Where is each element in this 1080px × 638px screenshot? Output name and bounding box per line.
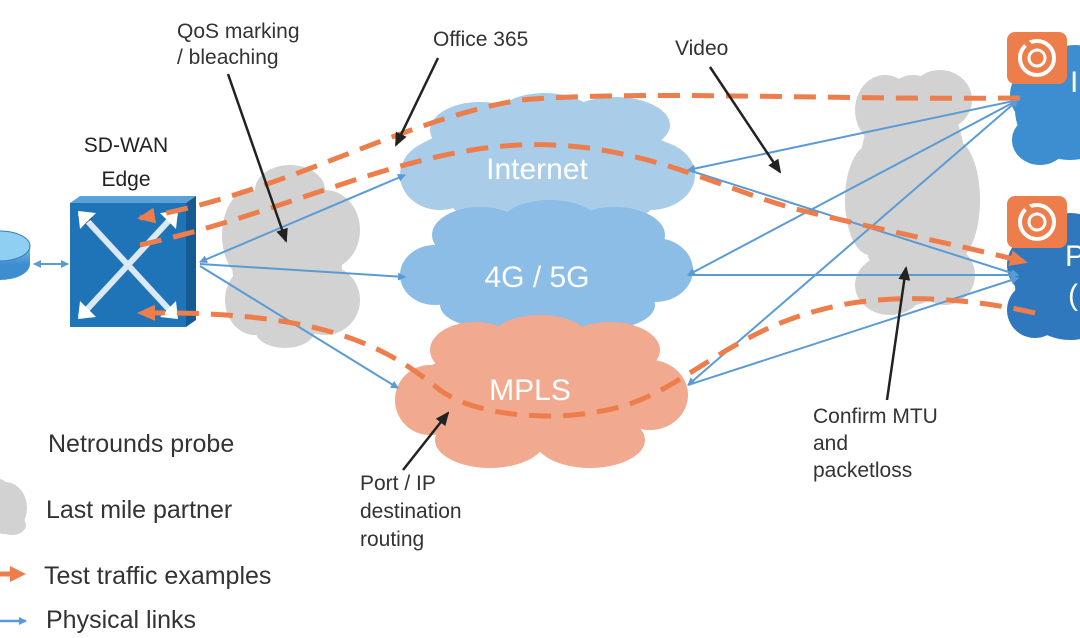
- cellular-label: 4G / 5G: [484, 261, 589, 294]
- mtu-pointer: [885, 266, 911, 401]
- legend-test-traffic-label: Test traffic examples: [44, 562, 271, 590]
- sd-wan-label-line2: Edge: [101, 168, 150, 191]
- destination-cut-label-1: I: [1070, 66, 1078, 99]
- physical-links: [199, 97, 1019, 389]
- sd-wan-edge-icon: [70, 196, 196, 327]
- netrounds-probe-icon: [1007, 32, 1067, 84]
- port-annotation-line3: routing: [360, 528, 424, 551]
- qos-annotation-line2: / bleaching: [177, 46, 279, 69]
- port-pointer: [402, 411, 450, 471]
- router-icon: [0, 230, 31, 280]
- partner-cloud-right: [845, 70, 980, 315]
- mtu-annotation-line2: and: [813, 432, 848, 455]
- mtu-annotation-line3: packetloss: [813, 459, 912, 482]
- destination-cut-label-2: P: [1065, 240, 1080, 273]
- internet-label: Internet: [486, 153, 588, 186]
- destination-cut-label-3: (: [1068, 279, 1078, 312]
- office365-annotation: Office 365: [433, 28, 528, 51]
- port-annotation-line1: Port / IP: [360, 472, 436, 495]
- video-pointer: [708, 66, 782, 174]
- video-annotation: Video: [675, 37, 728, 60]
- mtu-annotation-line1: Confirm MTU: [813, 405, 938, 428]
- sd-wan-label-line1: SD-WAN: [84, 134, 168, 157]
- legend-test-traffic-arrow: [10, 566, 26, 582]
- mpls-cloud: [395, 315, 688, 468]
- test-traffic-paths: [137, 92, 1036, 419]
- legend-physical-link-label: Physical links: [46, 606, 196, 634]
- port-annotation-line2: destination: [360, 500, 462, 523]
- office365-pointer: [394, 57, 440, 147]
- qos-pointer: [226, 73, 288, 243]
- legend-probe-label: Netrounds probe: [48, 430, 234, 458]
- netrounds-probe-icon: [1007, 196, 1067, 248]
- qos-annotation-line1: QoS marking: [177, 20, 300, 43]
- legend-partner-label: Last mile partner: [46, 496, 232, 524]
- mpls-label: MPLS: [489, 374, 571, 407]
- legend-partner-icon: [0, 478, 27, 535]
